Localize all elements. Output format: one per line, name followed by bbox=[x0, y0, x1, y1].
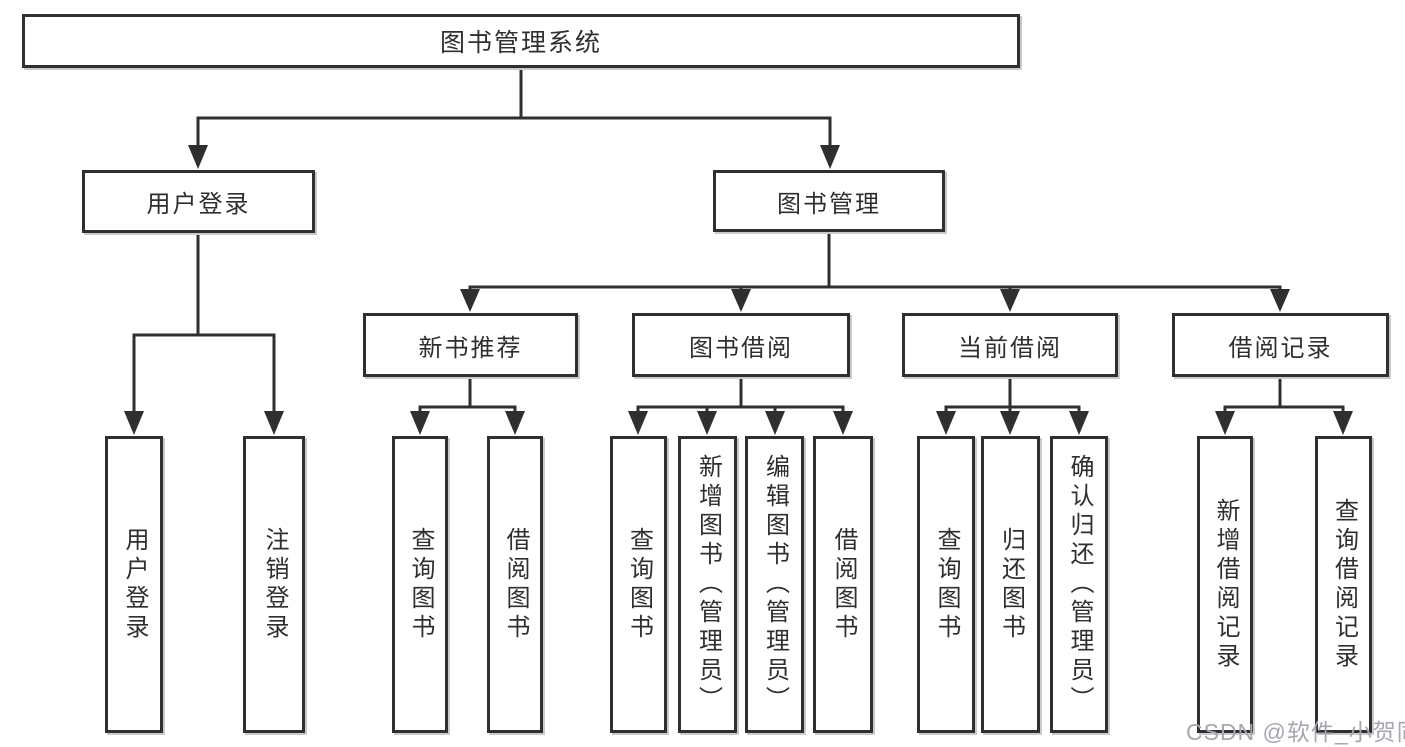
node-label: 新书推荐 bbox=[418, 334, 523, 362]
node-label: 借阅记录 bbox=[1228, 334, 1333, 362]
arrow-down-icon bbox=[460, 289, 480, 312]
arrow-down-icon bbox=[628, 411, 648, 435]
node-user-login: 用户登录 bbox=[82, 170, 315, 233]
arrow-down-icon bbox=[505, 411, 525, 435]
node-label: 图书管理 bbox=[777, 190, 881, 218]
node-label: 当前借阅 bbox=[958, 334, 1062, 362]
arrow-down-icon bbox=[1333, 411, 1353, 435]
node-label: 编辑图书（管理员） bbox=[761, 454, 789, 715]
leaf-add-books-admin: 新增图书（管理员） bbox=[678, 436, 737, 733]
leaf-borrow-books: 借阅图书 bbox=[813, 436, 873, 733]
node-label: 新增借阅记录 bbox=[1212, 497, 1239, 672]
connector-root-to-level2 bbox=[196, 66, 832, 150]
leaf-borrow-books-recommend: 借阅图书 bbox=[487, 436, 543, 733]
node-label: 查询借阅记录 bbox=[1330, 497, 1358, 672]
arrow-down-icon bbox=[1069, 411, 1089, 435]
node-label: 图书管理系统 bbox=[439, 29, 602, 57]
leaf-query-books-recommend: 查询图书 bbox=[392, 436, 448, 733]
node-borrow-records: 借阅记录 bbox=[1172, 313, 1389, 377]
node-label: 查询图书 bbox=[625, 526, 653, 643]
connector-user-login-to-leaves bbox=[132, 231, 276, 415]
connector-borrow-records-to-leaves bbox=[1223, 375, 1345, 415]
arrow-down-icon bbox=[1000, 289, 1020, 312]
arrow-down-icon bbox=[697, 411, 717, 435]
leaf-query-books-current: 查询图书 bbox=[917, 436, 975, 733]
csdn-watermark: CSDN @软件_小贺同学 bbox=[1186, 719, 1405, 745]
arrow-down-icon bbox=[1000, 411, 1020, 435]
connector-current-borrow-to-leaves bbox=[944, 375, 1081, 415]
arrow-down-icon bbox=[936, 411, 956, 435]
arrow-down-icon bbox=[124, 411, 144, 435]
node-root-system: 图书管理系统 bbox=[22, 14, 1020, 68]
node-label: 确认归还（管理员） bbox=[1066, 454, 1093, 715]
arrow-down-icon bbox=[264, 411, 284, 435]
node-label: 用户登录 bbox=[146, 191, 251, 218]
node-book-borrow: 图书借阅 bbox=[632, 313, 850, 377]
leaf-query-books-borrow: 查询图书 bbox=[610, 436, 667, 733]
node-book-management: 图书管理 bbox=[713, 170, 945, 232]
node-label: 图书借阅 bbox=[689, 334, 793, 362]
node-label: 归还图书 bbox=[997, 526, 1025, 643]
arrow-down-icon bbox=[833, 411, 853, 435]
node-label: 借阅图书 bbox=[502, 526, 529, 643]
node-current-borrow: 当前借阅 bbox=[902, 313, 1118, 377]
leaf-user-login: 用户登录 bbox=[105, 436, 163, 733]
arrow-down-icon bbox=[731, 289, 751, 312]
leaf-return-books: 归还图书 bbox=[981, 436, 1040, 733]
node-new-book-recommend: 新书推荐 bbox=[363, 313, 578, 377]
leaf-logout: 注销登录 bbox=[243, 436, 305, 733]
arrow-down-icon bbox=[1270, 289, 1290, 312]
node-label: 新增图书（管理员） bbox=[694, 454, 722, 715]
node-label: 查询图书 bbox=[933, 526, 960, 643]
arrow-down-icon bbox=[765, 411, 785, 435]
node-label: 注销登录 bbox=[261, 526, 288, 643]
connector-book-management-to-level3 bbox=[468, 230, 1282, 294]
connector-new-book-recommend-to-leaves bbox=[418, 375, 517, 415]
leaf-confirm-return-admin: 确认归还（管理员） bbox=[1050, 436, 1108, 733]
leaf-edit-books-admin: 编辑图书（管理员） bbox=[745, 436, 804, 733]
connector-book-borrow-to-leaves bbox=[636, 375, 845, 415]
arrow-down-icon bbox=[188, 145, 208, 169]
arrow-down-icon bbox=[410, 411, 430, 435]
arrow-down-icon bbox=[1215, 411, 1235, 435]
node-label: 用户登录 bbox=[121, 526, 148, 643]
leaf-query-borrow-record: 查询借阅记录 bbox=[1315, 436, 1372, 733]
node-label: 借阅图书 bbox=[830, 526, 857, 643]
node-label: 查询图书 bbox=[407, 526, 434, 643]
leaf-add-borrow-record: 新增借阅记录 bbox=[1197, 436, 1253, 733]
arrow-down-icon bbox=[820, 145, 840, 169]
